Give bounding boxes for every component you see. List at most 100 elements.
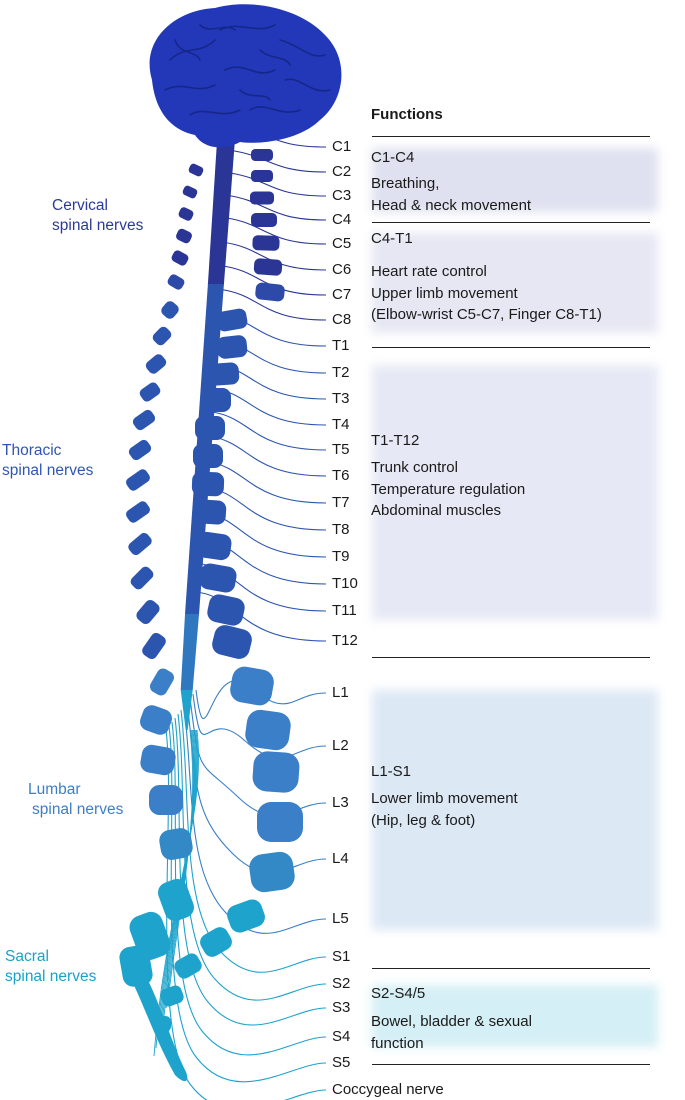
vertebral-body [252, 751, 300, 793]
nerve-label-s4: S4 [332, 1028, 351, 1045]
cord-cervical [207, 130, 236, 285]
nerve-label-t6: T6 [332, 467, 350, 484]
spinous-process [178, 207, 194, 221]
brain-shape [149, 4, 342, 148]
function-desc-s2-s4: Bowel, bladder & sexual function [371, 1013, 532, 1052]
divider-top [372, 136, 650, 137]
nerve-label-t8: T8 [332, 521, 350, 538]
function-range-c4-t1: C4-T1 [371, 230, 413, 247]
nerve-line-c3 [229, 172, 327, 197]
nerve-label-s3: S3 [332, 999, 351, 1016]
vertebral-body [252, 235, 280, 251]
vertebral-body [160, 985, 184, 1007]
spinous-process [176, 228, 192, 244]
vertebral-body [193, 499, 227, 525]
spinous-process [142, 632, 166, 660]
vertebral-body [251, 149, 273, 161]
vertebral-body [250, 191, 274, 205]
brain-gyrus [169, 39, 216, 61]
vertebral-body [201, 388, 231, 412]
nerve-line-l5 [183, 705, 327, 934]
vertebral-body [200, 927, 232, 957]
nerve-label-c5: C5 [332, 235, 352, 252]
function-range-l1-s1: L1-S1 [371, 763, 412, 780]
nerve-label-c6: C6 [332, 261, 352, 278]
spinous-process [136, 599, 160, 625]
vertebral-body [245, 709, 291, 751]
sacrum-coccyx [120, 960, 188, 1082]
nerve-label-t9: T9 [332, 548, 350, 565]
spinous-process [132, 409, 156, 431]
spinous-process [126, 469, 150, 491]
nerve-label-t7: T7 [332, 494, 350, 511]
vertebral-body [253, 258, 283, 276]
brain-gyrus [259, 49, 291, 66]
nerve-label-s2: S2 [332, 975, 351, 992]
nerve-label-c7: C7 [332, 286, 352, 303]
nerve-label-c2: C2 [332, 163, 352, 180]
vertebral-body [196, 531, 232, 561]
vertebrae [119, 149, 303, 1082]
nerve-line-c2 [231, 149, 327, 173]
spinous-process [182, 185, 198, 199]
nerve-label-l1: L1 [332, 684, 349, 701]
spinous-process [150, 668, 174, 696]
brain-gyrus [189, 109, 241, 116]
nerve-line-c6 [224, 241, 327, 271]
brain-gyrus [199, 24, 236, 31]
spinous-process [167, 274, 185, 290]
vertebral-body [195, 416, 225, 440]
region-label-cervical: Cervical spinal nerves [52, 197, 144, 234]
divider-c4 [372, 222, 650, 223]
spinous-process [145, 354, 167, 374]
function-range-t1-t12: T1-T12 [371, 432, 420, 449]
nerve-label-t4: T4 [332, 416, 350, 433]
function-desc-c4-t1: Heart rate control Upper limb movement (… [371, 263, 602, 323]
spinous-process [139, 382, 161, 402]
brain-gyrus [284, 78, 331, 92]
spinous-process [159, 828, 193, 860]
cord-lumbar [180, 614, 200, 690]
nerve-label-c3: C3 [332, 187, 352, 204]
vertebral-body [251, 170, 273, 182]
vertebral-body [230, 666, 274, 706]
brain-gyrus [164, 84, 216, 91]
nerve-line-t7 [208, 461, 327, 504]
nerve-label-t2: T2 [332, 364, 350, 381]
nerve-label-s1: S1 [332, 948, 351, 965]
function-range-c1-c4: C1-C4 [371, 149, 415, 166]
vertebral-body [174, 953, 202, 979]
spinous-process [130, 566, 154, 590]
spinous-process [140, 744, 176, 776]
brain-gyrus [279, 39, 326, 57]
divider-bottom [372, 1064, 650, 1065]
vertebral-body [207, 594, 245, 626]
brain-gyrus [249, 106, 301, 113]
nerve-label-t3: T3 [332, 390, 350, 407]
vertebral-body [208, 362, 240, 386]
function-desc-c1-c4: Breathing, Head & neck movement [371, 175, 532, 214]
nerve-label-c4: C4 [332, 211, 352, 228]
brain-gyrus [174, 39, 201, 61]
spinous-process [171, 250, 189, 266]
function-range-s2-s4: S2-S4/5 [371, 985, 426, 1002]
brain-gyrus [224, 66, 276, 74]
nerve-label-t10: T10 [332, 575, 358, 592]
nerve-label-c8: C8 [332, 311, 352, 328]
nerve-label-t1: T1 [332, 337, 350, 354]
divider-t1 [372, 347, 650, 348]
vertebral-body [212, 625, 252, 659]
spinal-cord [153, 130, 236, 1057]
band-l1-s1 [372, 690, 658, 930]
band-s2-s4 [372, 985, 658, 1047]
spinous-process [188, 163, 204, 177]
brain-gyrus [239, 89, 271, 101]
spinous-process [161, 301, 179, 319]
region-label-sacral: Sacral spinal nerves [5, 948, 97, 985]
nerve-label-l4: L4 [332, 850, 349, 867]
function-desc-t1-t12: Trunk control Temperature regulation Abd… [371, 459, 526, 519]
vertebral-body [191, 471, 225, 497]
nerve-line-t5 [212, 411, 327, 451]
spinous-process [152, 326, 172, 346]
vertebral-body [227, 899, 265, 933]
